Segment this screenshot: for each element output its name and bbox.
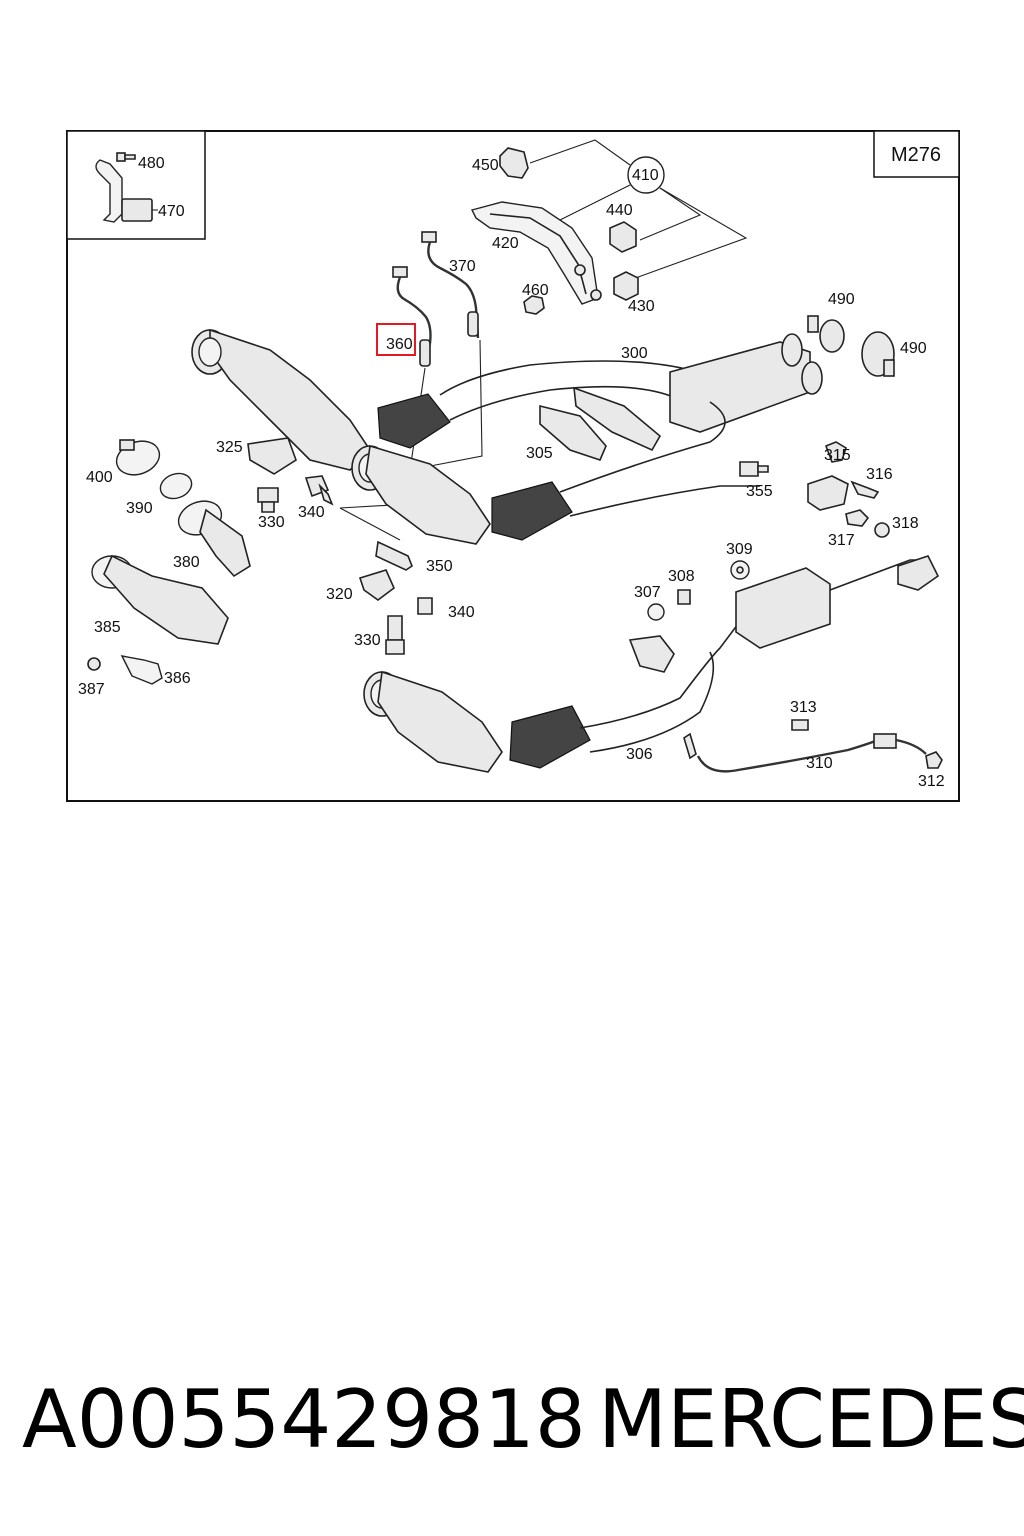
label-307: 307 <box>634 584 661 601</box>
sensor-370 <box>419 231 483 469</box>
bracket-320 <box>358 569 395 601</box>
washer-307 <box>647 603 665 621</box>
bolt-460 <box>523 295 545 315</box>
bolt-387 <box>87 657 101 671</box>
label-386: 386 <box>164 670 191 687</box>
gasket-390 <box>159 472 193 500</box>
clamp-490a <box>807 315 845 353</box>
label-330a: 330 <box>258 514 285 531</box>
clamp-400 <box>115 439 161 476</box>
brand-name: MERCEDES <box>598 1373 1024 1466</box>
clip-440 <box>609 221 637 253</box>
label-355: 355 <box>746 483 773 500</box>
stud-330b <box>385 615 405 655</box>
label-308: 308 <box>668 568 695 585</box>
label-316: 316 <box>866 466 893 483</box>
label-318: 318 <box>892 515 919 532</box>
label-410: 410 <box>632 167 659 184</box>
highlight-box-360 <box>376 323 416 356</box>
label-325: 325 <box>216 439 243 456</box>
bracket-305 <box>539 386 662 461</box>
label-430: 430 <box>628 298 655 315</box>
bracket-307 <box>628 635 675 673</box>
label-317: 317 <box>828 532 855 549</box>
label-400: 400 <box>86 469 113 486</box>
nut-318 <box>874 522 890 538</box>
bolt-355 <box>739 461 769 477</box>
connector-315 <box>807 441 849 511</box>
bolt-308 <box>677 589 691 605</box>
catalytic-converter-upper <box>191 328 800 471</box>
clip-450 <box>499 139 631 179</box>
clip-313 <box>791 719 809 731</box>
label-306: 306 <box>626 746 653 763</box>
label-470: 470 <box>158 203 185 220</box>
bracket-386 <box>120 655 163 685</box>
heat-shield-420 <box>470 201 602 305</box>
diagram-frame <box>66 130 960 802</box>
label-340b: 340 <box>448 604 475 621</box>
bolt-480 <box>116 152 136 162</box>
label-330b: 330 <box>354 632 381 649</box>
inset-box <box>66 130 206 240</box>
label-387: 387 <box>78 681 105 698</box>
label-305: 305 <box>526 445 553 462</box>
label-370: 370 <box>449 258 476 275</box>
bracket-470 <box>95 159 158 223</box>
clip-312 <box>925 751 943 769</box>
label-420: 420 <box>492 235 519 252</box>
sensor-310 <box>683 732 927 773</box>
label-440: 440 <box>606 202 633 219</box>
label-385: 385 <box>94 619 121 636</box>
label-380: 380 <box>173 554 200 571</box>
catalytic-converter-lower <box>363 607 751 773</box>
bolt-316 <box>850 480 880 499</box>
clip-430 <box>613 271 639 301</box>
label-450: 450 <box>472 157 499 174</box>
label-315: 315 <box>824 447 851 464</box>
label-490b: 490 <box>900 340 927 357</box>
label-480: 480 <box>138 155 165 172</box>
rear-silencer-300 <box>669 333 823 433</box>
clamp-490b <box>861 331 895 377</box>
catalytic-converter-middle <box>351 401 760 545</box>
sensor-360 <box>392 266 432 471</box>
middle-silencer-306 <box>735 555 940 649</box>
label-350: 350 <box>426 558 453 575</box>
stud-350 <box>375 540 413 571</box>
washer-309 <box>730 560 750 580</box>
label-360: 360 <box>386 336 413 353</box>
label-300: 300 <box>621 345 648 362</box>
label-340a: 340 <box>298 504 325 521</box>
label-312: 312 <box>918 773 945 790</box>
engine-code-label: M276 <box>891 144 941 166</box>
part-number: A0055429818 <box>22 1373 586 1466</box>
stud-330 <box>257 487 279 513</box>
label-460: 460 <box>522 282 549 299</box>
engine-code-box <box>873 130 960 178</box>
callout-circle-410 <box>627 156 665 194</box>
label-390: 390 <box>126 500 153 517</box>
label-309: 309 <box>726 541 753 558</box>
nut-340b <box>417 597 433 615</box>
catalytic-converter-385 <box>91 554 229 645</box>
flange-pipe-380 <box>177 500 251 578</box>
label-490a: 490 <box>828 291 855 308</box>
label-310: 310 <box>806 755 833 772</box>
flange-325 <box>247 437 297 475</box>
label-320: 320 <box>326 586 353 603</box>
nut-340 <box>304 475 334 506</box>
bracket-317 <box>845 509 870 527</box>
label-313: 313 <box>790 699 817 716</box>
